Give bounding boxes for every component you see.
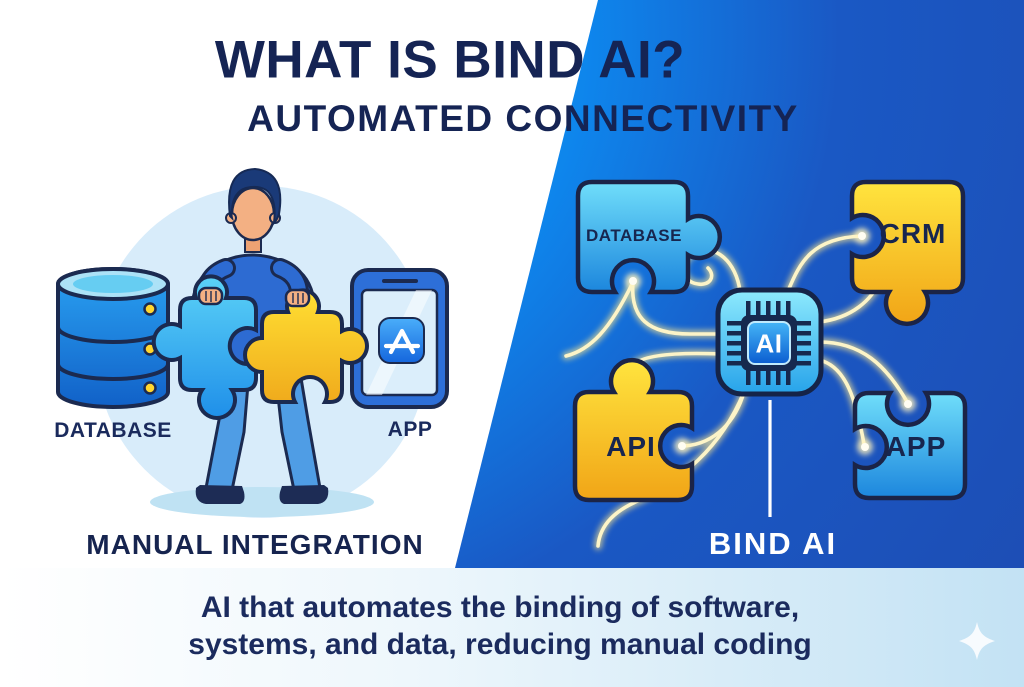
ai-chip-icon [715,287,824,397]
person-left-shoe [195,485,245,504]
footer-line-1: AI that automates the binding of softwar… [200,591,800,624]
phone-icon [350,268,449,409]
footer-description: AI that automates the binding of softwar… [188,589,811,663]
held-puzzle-yellow [243,288,369,404]
app-store-icon [378,317,425,364]
left-app-label: APP [387,418,433,441]
footer-background [0,568,1024,687]
ground-shadow [150,487,374,517]
piece-crm-label: CRM [879,218,947,249]
piece-database-label: DATABASE [586,226,682,245]
piece-app-label: APP [885,431,947,462]
puzzle-piece-app [852,390,968,501]
manual-integration-caption: MANUAL INTEGRATION [86,529,424,560]
left-database-label: DATABASE [54,419,172,442]
person-right-shoe [279,485,329,504]
puzzle-piece-database [575,179,723,295]
held-puzzle-cyan [151,274,258,420]
database-cylinder-icon [56,267,170,409]
puzzle-piece-api [572,357,695,503]
page-title: WHAT IS BIND AI? [214,30,686,90]
person-hands [197,286,311,308]
four-point-star-icon [959,622,995,660]
page-subtitle: AUTOMATED CONNECTIVITY [247,98,799,139]
puzzle-piece-crm [849,179,966,327]
person-face [230,186,276,242]
bind-ai-caption: BIND AI [708,526,838,561]
piece-api-label: API [606,431,656,462]
connection-dots [625,228,916,455]
manual-integration-scene [56,167,449,518]
ai-chip-label: AI [755,328,783,359]
bind-ai-diagram [566,179,968,546]
person-hair [228,167,282,226]
footer-line-2: systems, and data, reducing manual codin… [188,628,812,661]
